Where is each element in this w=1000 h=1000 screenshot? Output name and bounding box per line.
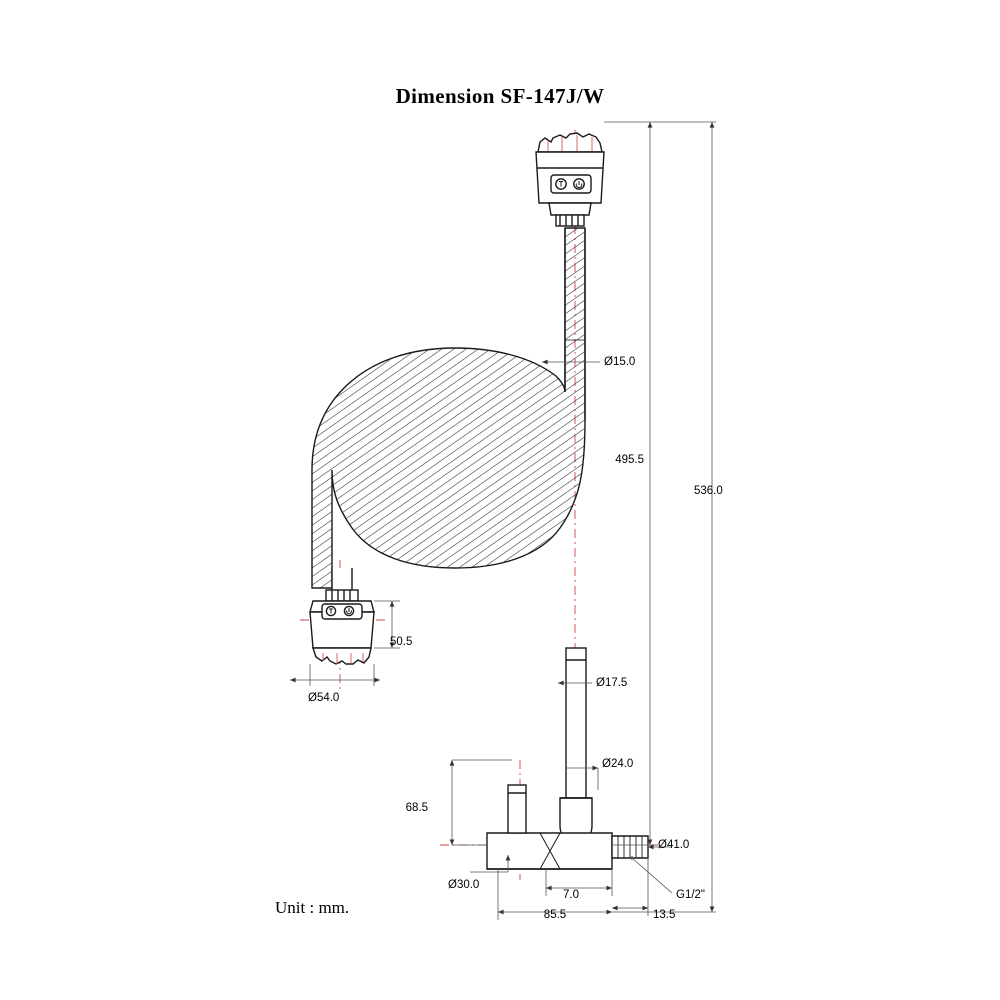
page-title: Dimension SF-147J/W (395, 84, 605, 108)
dim-base-diameter: Ø30.0 (448, 879, 479, 891)
dimension-lines (290, 121, 716, 920)
unit-note: Unit : mm. (275, 898, 350, 917)
lower-tube-and-base (486, 647, 649, 870)
lower-spray-head (309, 568, 375, 665)
dim-thread-spec: G1/2" (676, 889, 705, 901)
dim-collar-diameter: Ø24.0 (602, 758, 633, 770)
dim-spray-head-diameter: Ø54.0 (308, 692, 339, 704)
dim-base-depth: 85.5 (544, 909, 566, 921)
dim-outlet-offset: 7.0 (563, 889, 579, 901)
dim-total-height: 536.0 (694, 485, 723, 497)
dim-hose-diameter: Ø15.0 (604, 356, 635, 368)
dimension-labels: Ø15.0 536.0 495.5 50.5 Ø54.0 Ø17.5 Ø24.0… (308, 356, 723, 921)
dim-lower-tube-diameter: Ø17.5 (596, 677, 627, 689)
dim-outlet-depth: 13.5 (653, 909, 675, 921)
flexible-hose (311, 227, 586, 589)
dim-outlet-diameter: Ø41.0 (658, 839, 689, 851)
upper-spray-head (535, 132, 605, 227)
dim-spray-head-height: 50.5 (390, 636, 412, 648)
dim-base-height: 68.5 (406, 802, 428, 814)
dim-upper-height: 495.5 (615, 454, 644, 466)
